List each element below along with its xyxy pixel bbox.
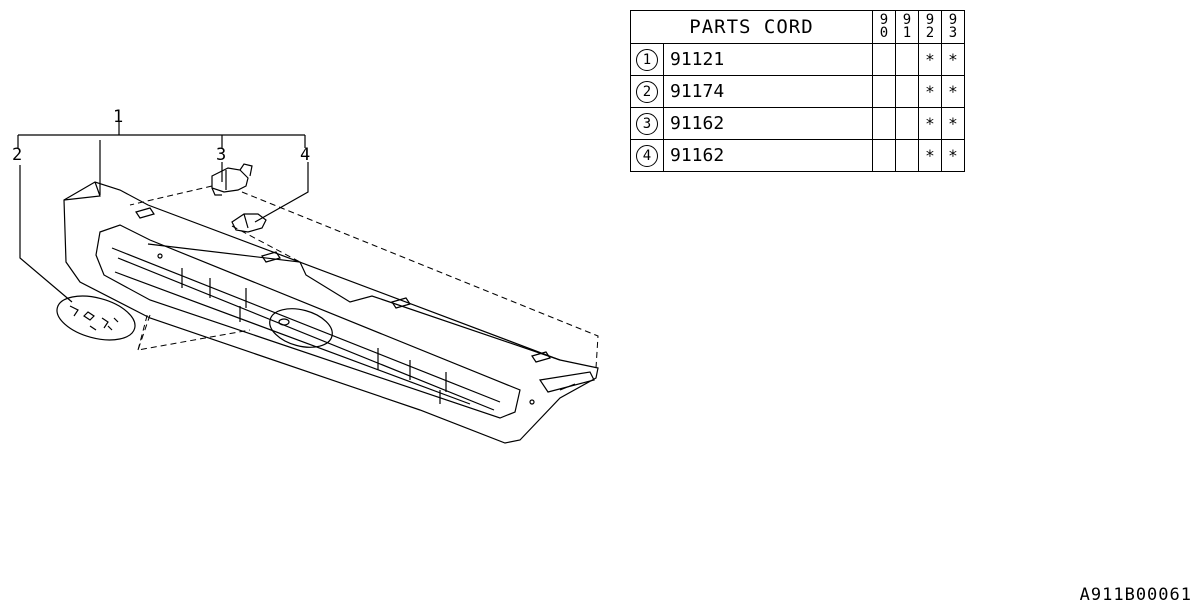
- emblem-part-2: [56, 295, 136, 341]
- diagram-reference-code: A911B00061: [1079, 585, 1192, 605]
- front-grille: [63, 181, 599, 444]
- callout-2: 2: [12, 145, 22, 165]
- year-mark: [872, 43, 896, 76]
- part-code: 91162: [663, 107, 873, 140]
- table-row: 4 91162 * *: [630, 139, 965, 172]
- callout-4: 4: [300, 145, 310, 165]
- year-mark: [895, 43, 919, 76]
- year-mark: [872, 107, 896, 140]
- ref-number: 4: [630, 139, 664, 172]
- year-mark: [872, 75, 896, 108]
- callout-1: 1: [113, 107, 123, 127]
- year-mark: *: [941, 43, 965, 76]
- year-mark: *: [941, 139, 965, 172]
- year-mark: [895, 139, 919, 172]
- ref-number: 3: [630, 107, 664, 140]
- callout-leaders: [17, 122, 309, 303]
- ref-number: 2: [630, 75, 664, 108]
- table-row: 3 91162 * *: [630, 107, 965, 140]
- part-code: 91162: [663, 139, 873, 172]
- parts-cord-header: PARTS CORD: [630, 10, 873, 44]
- part-code: 91121: [663, 43, 873, 76]
- part-code: 91174: [663, 75, 873, 108]
- year-mark: *: [918, 139, 942, 172]
- year-mark: [895, 75, 919, 108]
- table-row: 2 91174 * *: [630, 75, 965, 108]
- year-mark: *: [941, 75, 965, 108]
- clip-part-4: [231, 213, 267, 233]
- assembly-guides: [129, 185, 599, 369]
- year-mark: [895, 107, 919, 140]
- year-mark: *: [918, 75, 942, 108]
- year-mark: *: [941, 107, 965, 140]
- clip-part-3: [211, 163, 253, 196]
- ref-number: 1: [630, 43, 664, 76]
- year-mark: *: [918, 107, 942, 140]
- year-mark: [872, 139, 896, 172]
- year-mark: *: [918, 43, 942, 76]
- callout-3: 3: [216, 145, 226, 165]
- table-row: 1 91121 * *: [630, 43, 965, 76]
